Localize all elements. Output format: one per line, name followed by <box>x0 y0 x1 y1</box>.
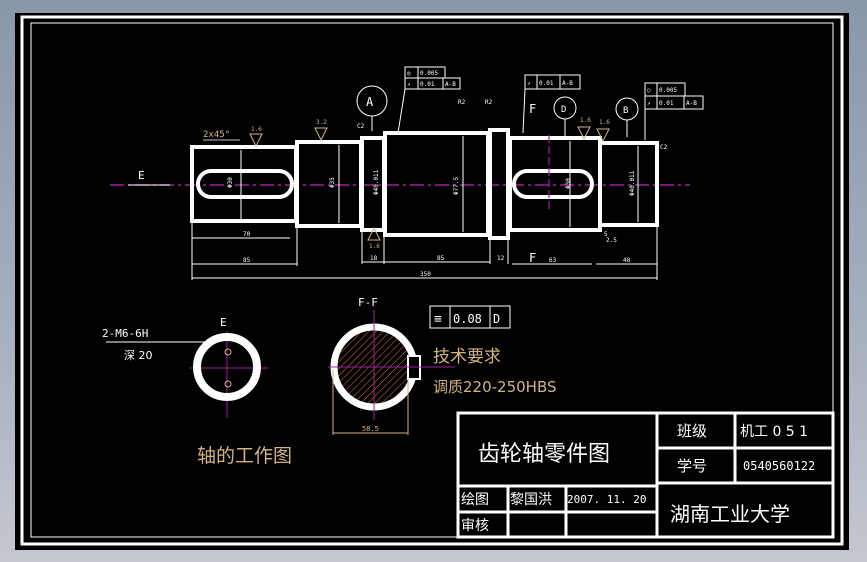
tol-5-value: 0.01 <box>659 100 674 107</box>
datum-b: B <box>623 106 628 116</box>
tol-2-symbol: ↗ <box>407 81 411 88</box>
part-name: 齿轮轴零件图 <box>478 442 610 467</box>
dim-18: 18 <box>370 255 378 262</box>
drawing-caption: 轴的工作图 <box>197 445 292 467</box>
drawn-date: 2007. 11. 20 <box>567 493 646 506</box>
roughness-annotations: 2x45° 1.6 3.2 1.6 1.6 1.6 <box>203 117 610 250</box>
fillet-r2-2: R2 <box>485 99 493 106</box>
dim-shaft-1: Φ30 <box>227 177 234 188</box>
dim-2-5: 2.5 <box>606 237 617 244</box>
depth-note: 深 20 <box>124 349 153 362</box>
dim-shaft-4: Φ77.5 <box>453 177 460 195</box>
section-e-label: E <box>220 316 227 329</box>
tol-2-datum: A-B <box>445 81 456 88</box>
dim-shaft-6: Φ40.011 <box>629 170 636 196</box>
section-e-view: E 2-M6-6H 深 20 <box>102 316 268 418</box>
drawing-inner-border <box>30 22 834 538</box>
datum-a: A <box>366 95 374 109</box>
shaft-internal-lines <box>240 136 639 232</box>
thread-note: 2-M6-6H <box>102 327 148 340</box>
section-f-top: F <box>529 102 536 116</box>
flatness-symbol: ≡ <box>434 312 442 327</box>
class-label: 班级 <box>677 422 707 440</box>
keyway-right <box>512 169 594 199</box>
student-id-label: 学号 <box>677 457 707 475</box>
dim-85: 85 <box>243 257 251 264</box>
tol-3-value: 0.01 <box>539 80 554 87</box>
drawn-name: 黎国洪 <box>510 492 552 508</box>
school-name: 湖南工业大学 <box>670 502 790 526</box>
tol-4-value: 0.005 <box>659 87 677 94</box>
dim-85b: 85 <box>437 255 445 262</box>
tol-1-symbol: ◎ <box>407 70 411 77</box>
drawn-label: 绘图 <box>461 492 489 508</box>
tol-3-datum: A-B <box>562 80 573 87</box>
datum-d: D <box>561 105 566 115</box>
tol-4-symbol: ○ <box>647 87 651 94</box>
tol-5-datum: A-B <box>686 100 697 107</box>
drawing-border <box>20 15 844 546</box>
dim-shaft-3: Φ40.011 <box>373 169 380 195</box>
dim-12: 12 <box>497 255 505 262</box>
dim-63: 63 <box>549 257 557 264</box>
roughness-5: 1.6 <box>599 119 610 126</box>
section-ff-label: F-F <box>358 296 378 309</box>
chamfer-label: 2x45° <box>203 130 230 140</box>
roughness-2: 3.2 <box>316 119 327 126</box>
tol-3-symbol: ↗ <box>527 80 531 87</box>
shaft-outline <box>190 128 659 240</box>
keyway-left <box>196 169 294 199</box>
tol-2-value: 0.01 <box>420 81 435 88</box>
fillet-r2-1: R2 <box>458 99 466 106</box>
dim-70: 70 <box>243 231 251 238</box>
tolerance-frames <box>397 66 704 140</box>
dim-shaft-5: Φ30 <box>565 178 572 189</box>
chamfer-c2-1: C2 <box>357 123 365 130</box>
title-block <box>456 411 835 539</box>
dim-shaft-2: Φ35 <box>329 177 336 188</box>
section-e-mark: E <box>138 169 145 182</box>
section-f-bottom: F <box>529 251 536 265</box>
student-id-value: 0540560122 <box>743 459 815 473</box>
roughness-4: 1.6 <box>580 117 591 124</box>
class-value: 机工 0 5 1 <box>740 424 808 440</box>
tol-5-symbol: ↗ <box>647 100 651 107</box>
check-label: 审核 <box>461 518 489 534</box>
dim-48: 48 <box>623 257 631 264</box>
dim-350: 350 <box>420 271 431 278</box>
roughness-3: 1.6 <box>369 243 380 250</box>
roughness-1: 1.6 <box>251 126 262 133</box>
tech-req-line1: 调质220-250HBS <box>433 378 557 396</box>
chamfer-c2-2: C2 <box>660 144 668 151</box>
flatness-value: 0.08 <box>453 312 482 326</box>
drawing-frame-outer <box>15 13 849 550</box>
section-ff-view: F-F 58.5 ≡ 0.08 D <box>328 296 511 435</box>
datum-markers <box>356 85 639 137</box>
flatness-datum: D <box>493 312 500 326</box>
dimension-lines <box>191 223 658 280</box>
tol-1-value: 0.005 <box>420 70 438 77</box>
dim-5: 5 <box>604 231 608 238</box>
dim-58-5: 58.5 <box>362 425 379 433</box>
tech-req-heading: 技术要求 <box>433 347 501 367</box>
